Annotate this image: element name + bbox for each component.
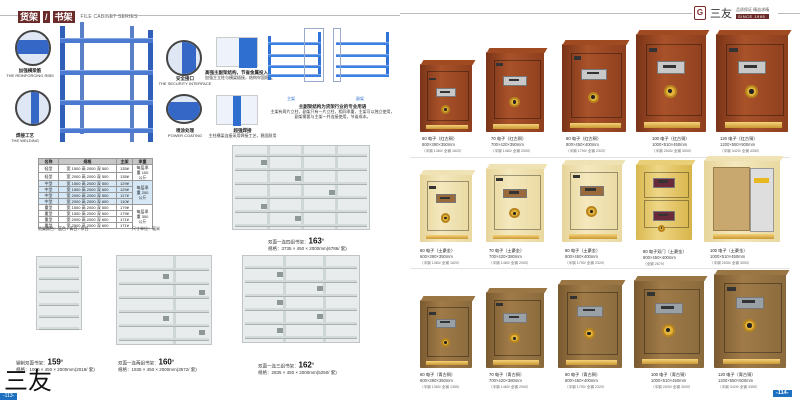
safe-caption: 70 电子（红古铜）700×420×380mm（半钢 1460/ 全钢 2000…	[491, 136, 533, 153]
header-title-bookshelf: 书架	[52, 11, 75, 23]
safe-caption: 100 电子（青古铜）1000×510×450mm（半钢 2530/ 全钢 30…	[651, 372, 693, 389]
safe-caption: 60 电子（土豪金）600×390×350mm（半钢 1360/ 全钢 1620…	[420, 248, 462, 265]
safe-bronze-70	[486, 288, 548, 368]
blue-storage-rack-image	[60, 22, 155, 142]
callout-security-interface	[166, 40, 202, 76]
watermark-brand: 三友	[4, 367, 52, 395]
safe-bronze-60	[420, 296, 476, 368]
safe-bronze-80	[558, 280, 626, 368]
safe-bronze-120	[714, 270, 790, 368]
safe-caption: 100 电子（红古铜）1000×510×450mm（半钢 2530/ 全钢 30…	[652, 136, 694, 153]
safe-red-60	[420, 60, 476, 132]
safe-caption: 100 电子（土豪金）1000×510×450mm（半钢 2530/ 全钢 30…	[710, 248, 752, 265]
main-frame-rack-image	[268, 32, 323, 80]
label-main-frame: 主架	[287, 96, 295, 101]
bookshelf-3-group-caption: 双面一连三组书架：162¥规格：2835 × 450 × 2000mm(5250…	[258, 360, 337, 375]
safe-caption: 120 电子（红古铜）1200×550×500mm（半钢 3429/ 全钢 43…	[720, 136, 762, 153]
feature-strong-welding: 超强焊接主柱横梁连接采用焊接工艺，稳固耐用	[208, 128, 277, 138]
unit-note: 尺寸单位：毫米	[132, 226, 160, 231]
safe-red-80	[562, 40, 630, 132]
safe-caption: 80 电子（红古铜）800×450×400mm（半钢 1790/ 全钢 2320…	[566, 136, 608, 153]
header-rule-right-2	[778, 13, 800, 14]
safe-caption: 60 电子（青古铜）600×390×350mm（半钢 1360/ 全钢 1355…	[420, 372, 462, 389]
safe-gold-100-open	[704, 156, 784, 242]
safe-gold-80	[562, 160, 626, 242]
page-number-right: -114-	[773, 390, 792, 397]
safe-caption: 80 电子（青古铜）800×450×400mm（半钢 1790/ 全钢 2320…	[565, 372, 607, 389]
rack-color-note: 货架颜色：蓝色 / 青白 / 灰白	[38, 226, 89, 231]
main-frame-highlight	[304, 28, 324, 82]
safe-red-120	[716, 30, 792, 132]
sub-frame-rack-image	[336, 32, 389, 77]
header-rule-left-2	[110, 15, 400, 16]
bookshelf-2-group-caption: 双面一连两组书架：160¥规格：1935 × 450 × 2000mm(3572…	[118, 357, 197, 372]
brand-since: SINCE 1995	[736, 14, 770, 19]
detail-thumb-welding	[216, 95, 258, 126]
header-title-slash: /	[43, 11, 50, 23]
detail-thumb-interface	[216, 37, 258, 68]
row-divider	[410, 157, 790, 158]
row-divider	[410, 268, 790, 269]
safe-caption: 120 电子（青古铜）1200×550×500mm（半钢 3429/ 全钢 43…	[718, 372, 760, 389]
callout-power-coating	[166, 94, 202, 124]
bookshelf-4-group-image	[232, 145, 370, 230]
label-sub-frame: 副架	[356, 96, 364, 101]
safe-gold-60	[420, 170, 476, 242]
bookshelf-3-group-image	[242, 255, 360, 343]
safe-caption: 70 电子（青古铜）700×420×380mm（半钢 1460/ 全钢 2000…	[489, 372, 531, 389]
callout-welding	[15, 90, 51, 126]
header-rule-right	[400, 13, 692, 14]
sub-frame-highlight	[333, 28, 341, 82]
safe-gold-70	[486, 164, 548, 242]
bookshelf-double-sided-caption: 钢制双面书架：159¥规格：1000 × 450 × 2000mm(2018/ …	[16, 357, 95, 372]
header-title-shelf: 货架	[18, 11, 41, 23]
logo-mark-icon: G	[694, 6, 706, 20]
safe-gold-80-double-door	[636, 160, 696, 240]
brand-logo: G 三友 品质保证 精益求精 SINCE 1995	[694, 5, 770, 21]
safe-caption: 60 电子（红古铜）600×390×350mm（半钢 1360/ 全钢 1620…	[422, 136, 464, 153]
callout-reinforcing-ribs	[15, 30, 51, 66]
safe-red-70	[486, 48, 548, 132]
feature-main-sub-frame: 高强主副架结构，节省金属投入加强主立柱与横梁插接，结构牢固稳定	[205, 70, 273, 80]
bookshelf-4-group-caption: 双面一连四组书架：163¥规格：3735 × 450 × 2000mm(6786…	[268, 236, 347, 251]
page-number-left: -113-	[0, 393, 18, 400]
feature-frame-terminology: 主副架结构为货架行业的专业用语主架有两片立柱，副架只有一片立柱，相同承重，主架可…	[270, 104, 395, 119]
header-subtitle: FILE CABINET SERIES	[80, 14, 138, 20]
brand-slogan: 品质保证 精益求精	[736, 7, 770, 12]
safe-red-100	[636, 30, 710, 132]
safe-caption: 80 电子（土豪金）800×450×400mm（半钢 1790/ 全钢 2320…	[565, 248, 607, 265]
bookshelf-2-group-image	[116, 255, 212, 345]
safe-bronze-100	[634, 276, 708, 368]
safe-caption: 80 电子双门（土豪金）800×450×400mm（全钢 2679）	[643, 249, 687, 266]
header-rule-left	[0, 15, 18, 16]
safe-caption: 70 电子（土豪金）700×420×380mm（半钢 1460/ 全钢 2000…	[489, 248, 531, 265]
page-header-left: 货架 / 书架 FILE CABINET SERIES	[18, 11, 138, 23]
bookshelf-double-sided-image	[36, 256, 82, 330]
brand-name: 三友	[710, 8, 732, 20]
